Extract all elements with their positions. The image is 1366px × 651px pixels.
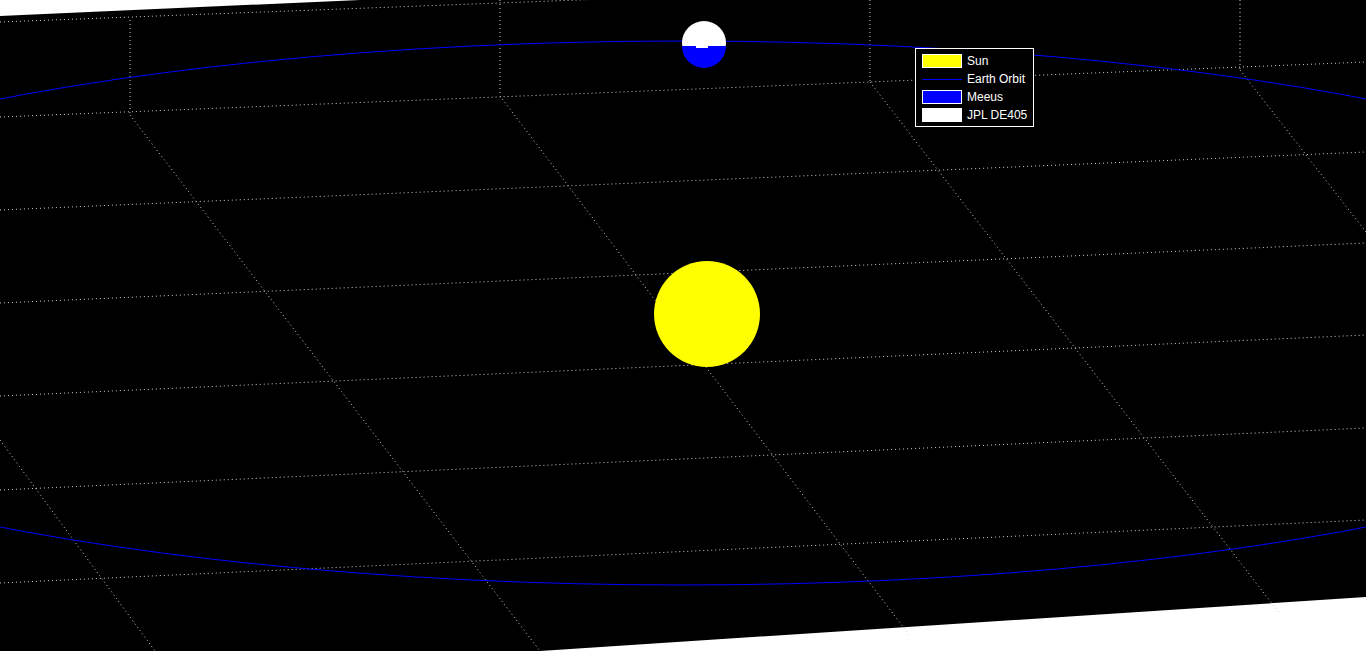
legend-entry: JPL DE405 [922,106,1027,124]
legend-text: JPL DE405 [967,108,1027,122]
earth-jpl-notch [696,43,708,48]
legend-entry: Earth Orbit [922,70,1027,88]
earth-orbit [0,41,1366,585]
legend-text: Sun [967,54,988,68]
legend-text: Meeus [967,90,1003,104]
sun [654,261,760,367]
legend-line [922,79,962,80]
legend: SunEarth OrbitMeeusJPL DE405 [915,48,1034,127]
legend-swatch [922,108,962,122]
figure-margin [540,597,1366,651]
figure-margin [0,0,360,16]
legend-entry: Meeus [922,88,1027,106]
legend-swatch [922,90,962,104]
legend-entry: Sun [922,52,1027,70]
legend-swatch [922,54,962,68]
legend-text: Earth Orbit [967,72,1025,86]
legend-line-sample [922,72,962,86]
earth-meeus [682,46,726,68]
